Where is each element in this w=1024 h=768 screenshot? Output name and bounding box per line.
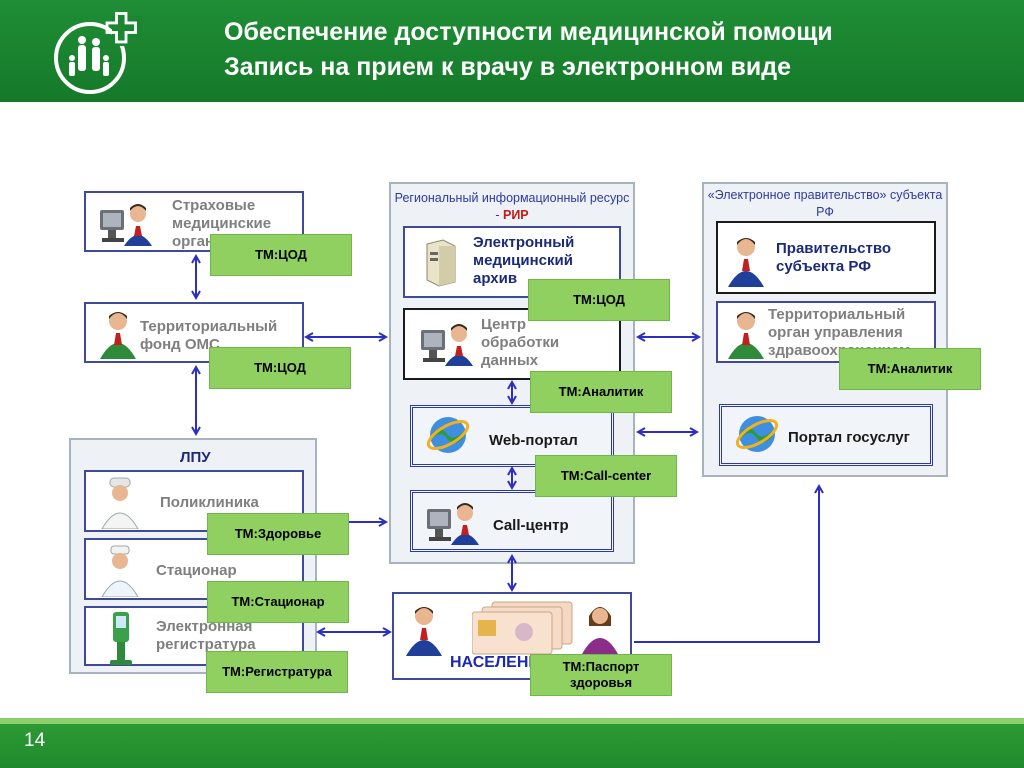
hospital-label: Стационар	[156, 562, 237, 579]
footer-bar: 14	[0, 718, 1024, 768]
doctor-icon	[101, 477, 139, 529]
businessman-icon	[100, 312, 136, 359]
arrow-population-govportal	[634, 486, 819, 643]
tag-tm-hospital: ТМ:Стационар	[207, 581, 349, 623]
call-center-label: Call-центр	[493, 517, 569, 534]
businessman-icon	[406, 607, 442, 656]
data-center-label: Центр обработки данных	[481, 316, 560, 369]
government-box: Правительство субъекта РФ	[716, 221, 936, 294]
server-icon	[426, 239, 456, 287]
call-center-box: Call-центр	[410, 490, 614, 552]
woman-icon	[582, 607, 618, 654]
person-at-computer-icon	[100, 204, 152, 246]
oms-label: Территориальный фонд ОМС	[140, 318, 278, 353]
tag-tm-call-center: ТМ:Call-center	[535, 455, 677, 497]
lpu-title: ЛПУ	[180, 449, 211, 466]
globe-browser-icon	[735, 416, 779, 452]
businessman-icon	[728, 238, 764, 287]
tag-tm-health: ТМ:Здоровье	[207, 513, 349, 555]
page-title-line2: Запись на прием к врачу в электронном ви…	[224, 53, 792, 81]
id-cards-icon	[472, 601, 573, 655]
population-label: НАСЕЛЕНИЕ	[450, 654, 551, 671]
web-portal-label: Web-портал	[489, 432, 578, 449]
polyclinic-label: Поликлиника	[160, 494, 259, 511]
gov-portal-box: Портал госуслуг	[719, 404, 933, 466]
page-number: 14	[24, 730, 46, 751]
person-at-computer-icon	[427, 503, 479, 545]
data-center-box: Центр обработки данных	[403, 308, 621, 380]
oms-box: Территориальный фонд ОМС	[84, 302, 304, 363]
rir-title-abbr: РИР	[502, 208, 529, 222]
page-title-line1: Обеспечение доступности медицинской помо…	[224, 18, 833, 46]
rir-title-text: Региональный информационный ресурс -	[394, 191, 630, 222]
gov-portal-label: Портал госуслуг	[788, 429, 910, 446]
kiosk-icon	[110, 612, 132, 665]
header-bar: Обеспечение доступности медицинской помо…	[0, 0, 1024, 102]
egov-title: «Электронное правительство» субъекта РФ	[707, 188, 943, 219]
businessman-icon	[728, 312, 764, 359]
tag-tm-registry: ТМ:Регистратура	[206, 651, 348, 693]
rir-title: Региональный информационный ресурс - РИР	[392, 190, 632, 224]
nurse-icon	[101, 545, 139, 597]
tag-tm-analytic-1: ТМ:Аналитик	[839, 348, 981, 390]
person-at-computer-icon	[421, 324, 473, 366]
globe-browser-icon	[426, 417, 470, 453]
family-cross-logo-icon	[54, 11, 142, 94]
tag-tm-cod-2: ТМ:ЦОД	[528, 279, 670, 321]
government-label: Правительство субъекта РФ	[776, 240, 892, 275]
tag-tm-health-passport: ТМ:Паспорт здоровья	[530, 654, 672, 696]
polyclinic-box: Поликлиника	[84, 470, 304, 532]
archive-label: Электронный медицинский архив	[473, 234, 575, 287]
population-box: НАСЕЛЕНИЕ	[392, 592, 632, 680]
tag-tm-cod-1: ТМ:ЦОД	[210, 234, 352, 276]
tag-tm-cod-3: ТМ:ЦОД	[209, 347, 351, 389]
tag-tm-analytic-2: ТМ:Аналитик	[530, 371, 672, 413]
